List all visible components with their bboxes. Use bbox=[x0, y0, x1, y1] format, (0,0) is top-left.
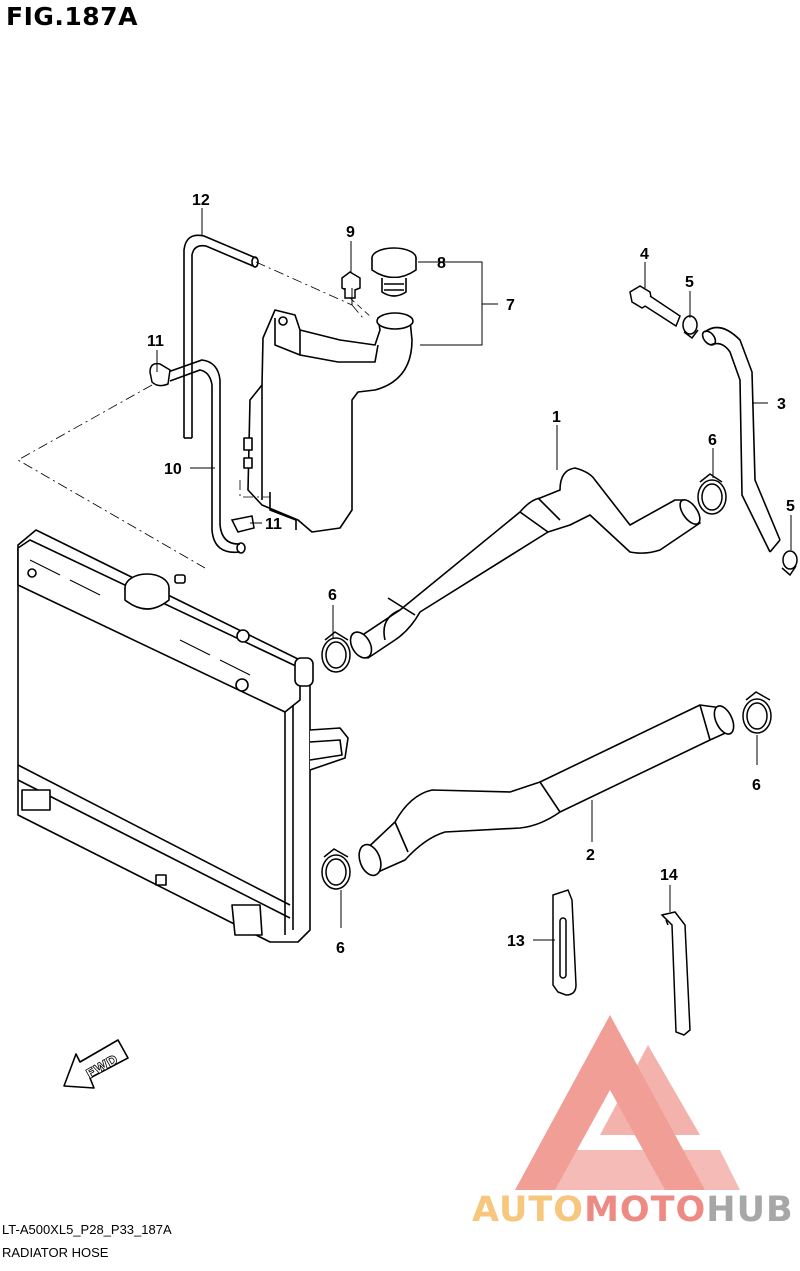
reservoir-tank bbox=[243, 309, 414, 533]
callout-13: 13 bbox=[507, 933, 525, 950]
screw bbox=[341, 271, 361, 299]
brand-part-moto: MOTO bbox=[584, 1190, 707, 1230]
callout-2: 2 bbox=[586, 847, 595, 864]
brand-part-hub: HUB bbox=[706, 1190, 794, 1230]
breather-hose bbox=[167, 359, 246, 554]
callout-6: 6 bbox=[328, 587, 337, 604]
callout-5: 5 bbox=[786, 498, 795, 515]
screw-dash bbox=[349, 297, 373, 319]
callout-3: 3 bbox=[777, 396, 786, 413]
callout-7: 7 bbox=[506, 297, 515, 314]
callout-12: 12 bbox=[192, 192, 210, 209]
radiator bbox=[17, 529, 349, 943]
callout-10: 10 bbox=[164, 461, 182, 478]
bypass-hose bbox=[701, 326, 781, 553]
watermark-logo bbox=[515, 1015, 740, 1190]
hose-clamp bbox=[321, 848, 351, 890]
hose-clamp-small bbox=[682, 315, 699, 340]
callout-11: 11 bbox=[147, 333, 164, 350]
cable-tie bbox=[660, 911, 691, 1036]
hose-clip-bracket bbox=[552, 889, 577, 996]
hose-clip bbox=[149, 362, 171, 387]
callout-6: 6 bbox=[708, 432, 717, 449]
reservoir-cap bbox=[371, 247, 417, 297]
fwd-arrow: FWD bbox=[63, 1039, 129, 1089]
figure-title: FIG.187A bbox=[6, 2, 138, 31]
overflow-hose bbox=[183, 234, 259, 439]
callout-8: 8 bbox=[437, 255, 446, 272]
callout-14: 14 bbox=[660, 867, 678, 884]
hose-clamp-small bbox=[781, 550, 798, 577]
figure-name: RADIATOR HOSE bbox=[2, 1245, 109, 1260]
callout-11: 11 bbox=[265, 516, 282, 533]
hose-clamp bbox=[321, 631, 351, 673]
callout-6: 6 bbox=[336, 940, 345, 957]
callout-9: 9 bbox=[346, 224, 355, 241]
hose-clip bbox=[230, 515, 255, 533]
callout-5: 5 bbox=[685, 274, 694, 291]
hose-clamp bbox=[742, 691, 772, 734]
alignment-lines bbox=[17, 261, 364, 569]
figure-code: LT-A500XL5_P28_P33_187A bbox=[2, 1222, 172, 1237]
callout-1: 1 bbox=[552, 409, 561, 426]
watermark-brand: AUTOMOTOHUB bbox=[472, 1190, 794, 1230]
callout-6: 6 bbox=[752, 777, 761, 794]
upper-radiator-hose bbox=[349, 467, 701, 659]
hose-fitting bbox=[629, 285, 681, 328]
hose-clamp bbox=[697, 473, 727, 515]
callouts: 1 2 3 4 5 5 6 6 6 6 7 8 9 10 11 11 12 13… bbox=[147, 192, 795, 957]
lower-radiator-hose bbox=[358, 704, 735, 877]
leader-lines bbox=[156, 208, 792, 941]
callout-4: 4 bbox=[640, 246, 649, 263]
brand-part-auto: AUTO bbox=[472, 1190, 585, 1230]
